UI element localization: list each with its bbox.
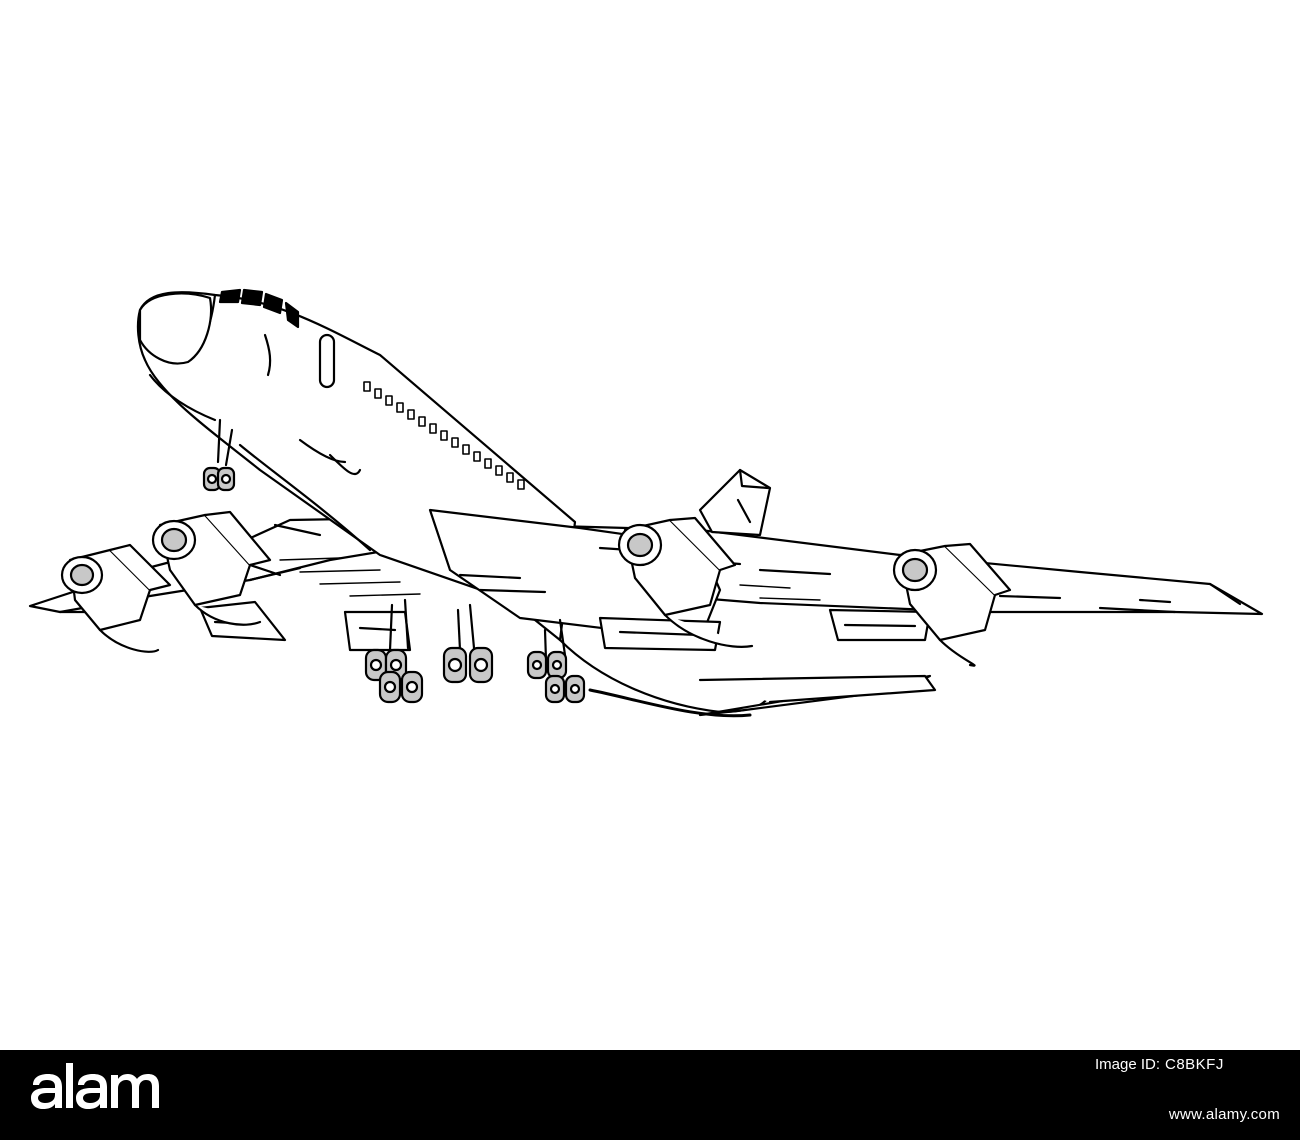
hatch-lines (279, 557, 821, 601)
image-id: C8BKFJ (1165, 1056, 1224, 1073)
tail-fin (698, 468, 772, 537)
nose-landing-gear (202, 418, 236, 492)
engine-left-outer (60, 543, 172, 653)
engine-right-inner (617, 516, 754, 648)
watermark-footer: Image ID: C8BKFJ www.alamy.com (0, 1050, 1300, 1140)
nose-cone (138, 292, 213, 365)
site-url: www.alamy.com (1168, 1106, 1280, 1123)
passenger-windows (363, 381, 525, 490)
engine-right-outer (892, 542, 1012, 667)
alamy-logo (28, 1060, 178, 1120)
cabin-door (318, 333, 336, 389)
main-landing-gear (364, 598, 586, 704)
cockpit-windows (218, 288, 300, 329)
airplane-illustration (28, 288, 1264, 718)
horizontal-stabilizer (698, 674, 937, 704)
engine-left-inner (151, 510, 282, 626)
image-id-label: Image ID: (1094, 1056, 1160, 1073)
